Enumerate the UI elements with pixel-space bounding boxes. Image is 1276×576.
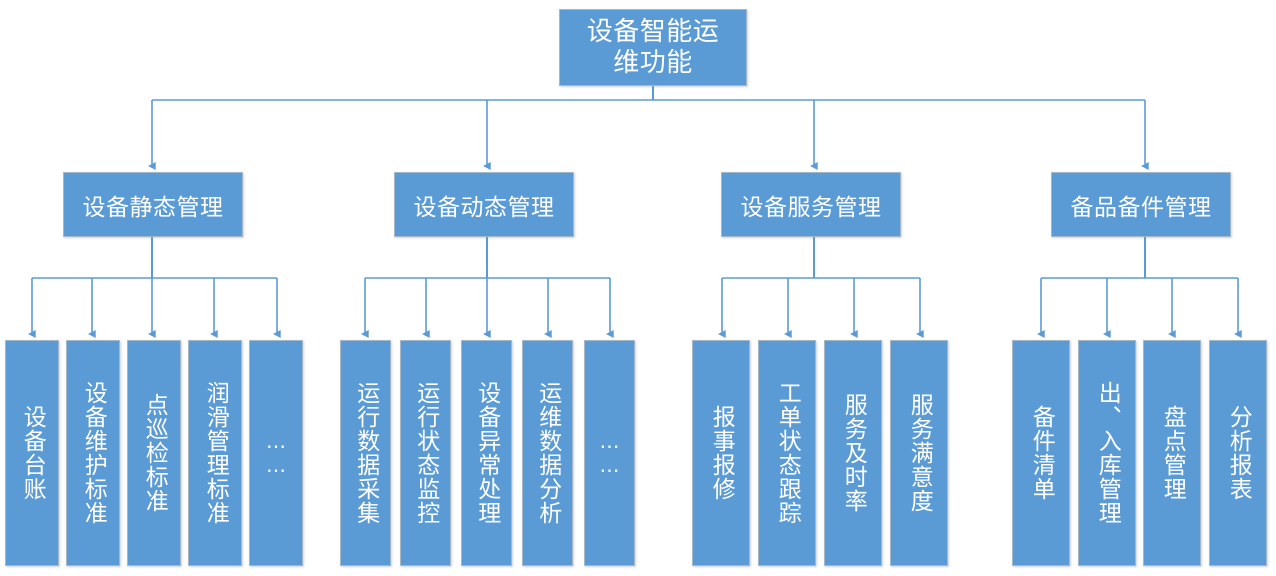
connector-group-1 (27, 237, 281, 338)
leaf-node[interactable]: 盘点管理 (1143, 340, 1201, 566)
leaf-node-label: 出、入库管理 (1094, 381, 1121, 525)
leaf-node-label: 运行数据采集 (352, 381, 379, 525)
branch-node-1-label: 设备静态管理 (82, 194, 224, 221)
leaf-node-label: 服务及时率 (840, 393, 867, 513)
leaf-node[interactable]: 服务满意度 (890, 340, 948, 566)
leaf-node[interactable]: 出、入库管理 (1078, 340, 1136, 566)
branch-node-4-label: 备品备件管理 (1070, 194, 1212, 221)
leaf-node-label: 备件清单 (1028, 405, 1055, 501)
leaf-node-label: 工单状态跟踪 (774, 381, 801, 525)
connector-group-3 (717, 237, 924, 338)
leaf-node[interactable]: 报事报修 (692, 340, 750, 566)
leaf-node[interactable]: 运行状态监控 (400, 340, 451, 566)
branch-node-3-label: 设备服务管理 (740, 194, 882, 221)
leaf-node-label: …… (597, 429, 622, 477)
leaf-node[interactable]: 设备台账 (5, 340, 59, 566)
root-node-line-2: 维功能 (613, 47, 693, 78)
root-node[interactable]: 设备智能运 维功能 (559, 9, 747, 86)
root-node-label: 设备智能运 维功能 (587, 17, 720, 78)
leaf-node[interactable]: 点巡检标准 (127, 340, 181, 566)
leaf-node[interactable]: 工单状态跟踪 (758, 340, 816, 566)
leaf-node[interactable]: 设备维护标准 (66, 340, 120, 566)
leaf-node-label: 点巡检标准 (141, 393, 168, 513)
leaf-node[interactable]: 运行数据采集 (340, 340, 391, 566)
leaf-node[interactable]: 分析报表 (1209, 340, 1267, 566)
leaf-node[interactable]: 润滑管理标准 (188, 340, 242, 566)
leaf-node-label: 润滑管理标准 (202, 381, 229, 525)
leaf-node[interactable]: 运维数据分析 (522, 340, 573, 566)
leaf-node[interactable]: 备件清单 (1012, 340, 1070, 566)
leaf-node-label: 设备异常处理 (473, 381, 500, 525)
leaf-node-label: 分析报表 (1225, 405, 1252, 501)
leaf-node[interactable]: 设备异常处理 (461, 340, 512, 566)
leaf-node[interactable]: …… (584, 340, 635, 566)
leaf-node-label: 设备维护标准 (80, 381, 107, 525)
branch-node-4[interactable]: 备品备件管理 (1051, 172, 1231, 237)
root-node-line-1: 设备智能运 (586, 16, 720, 47)
connector-group-2 (360, 237, 614, 338)
branch-node-1[interactable]: 设备静态管理 (63, 172, 243, 237)
branch-node-2[interactable]: 设备动态管理 (394, 172, 574, 237)
branch-node-3[interactable]: 设备服务管理 (721, 172, 901, 237)
branch-node-2-label: 设备动态管理 (413, 194, 555, 221)
leaf-node-label: …… (264, 429, 288, 477)
leaf-node-label: 盘点管理 (1159, 405, 1186, 501)
leaf-node[interactable]: 服务及时率 (824, 340, 882, 566)
leaf-node-label: 运维数据分析 (534, 381, 561, 525)
connector-group-4 (1036, 237, 1242, 338)
leaf-node[interactable]: …… (249, 340, 303, 566)
leaf-node-label: 报事报修 (708, 405, 735, 501)
leaf-node-label: 设备台账 (19, 405, 46, 501)
leaf-node-label: 服务满意度 (906, 393, 933, 513)
leaf-node-label: 运行状态监控 (412, 381, 439, 525)
